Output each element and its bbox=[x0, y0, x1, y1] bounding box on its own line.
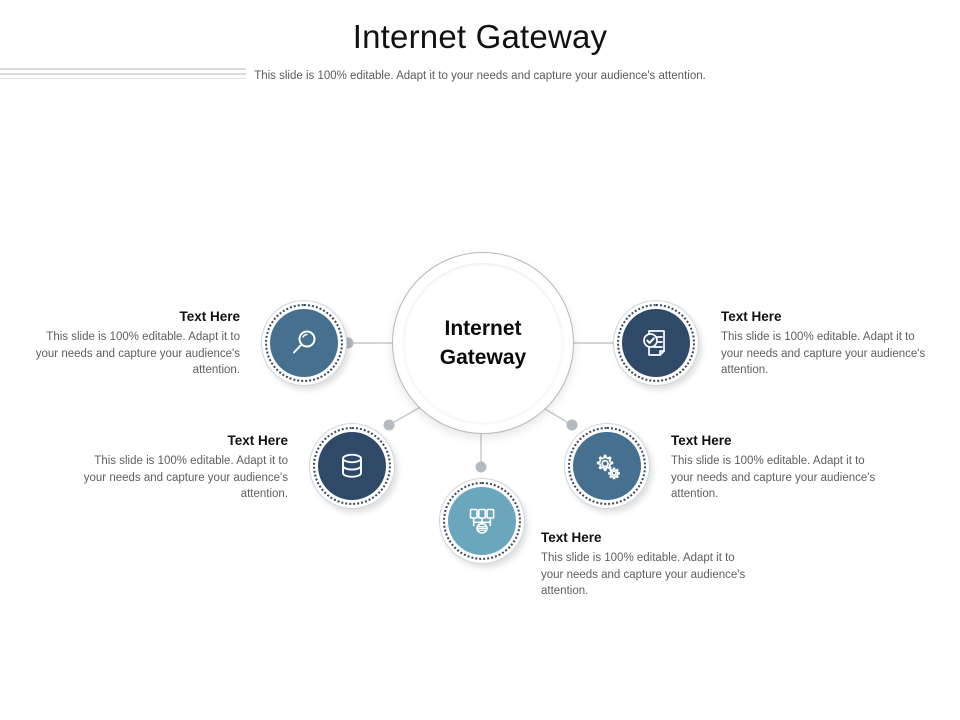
node-ring-dotted bbox=[443, 482, 521, 560]
text-block-body: This slide is 100% editable. Adapt it to… bbox=[83, 455, 288, 500]
text-block-search: Text Here This slide is 100% editable. A… bbox=[24, 308, 240, 379]
rule-line-3 bbox=[0, 78, 246, 79]
node-disc bbox=[622, 309, 690, 377]
node-disc bbox=[448, 487, 516, 555]
text-block-settings: Text Here This slide is 100% editable. A… bbox=[671, 432, 887, 503]
decorative-rules bbox=[0, 68, 246, 84]
gears-icon bbox=[596, 454, 620, 480]
node-network[interactable] bbox=[439, 478, 525, 564]
text-block-network: Text Here This slide is 100% editable. A… bbox=[541, 529, 757, 600]
node-disc bbox=[318, 432, 386, 500]
page-subtitle: This slide is 100% editable. Adapt it to… bbox=[254, 70, 706, 82]
text-block-database: Text Here This slide is 100% editable. A… bbox=[72, 432, 288, 503]
node-disc bbox=[270, 309, 338, 377]
node-ring-dotted bbox=[265, 304, 343, 382]
center-hub-label: Internet Gateway bbox=[439, 317, 527, 369]
node-ring-dotted bbox=[313, 427, 391, 505]
text-block-checklist: Text Here This slide is 100% editable. A… bbox=[721, 308, 937, 379]
text-block-heading: Text Here bbox=[179, 309, 240, 324]
rule-line-2 bbox=[0, 73, 246, 75]
database-icon bbox=[342, 453, 362, 478]
center-hub[interactable]: Internet Gateway bbox=[392, 252, 574, 434]
node-checklist[interactable] bbox=[613, 300, 699, 386]
checklist-document-icon bbox=[643, 330, 665, 356]
page-title: Internet Gateway bbox=[352, 18, 608, 55]
node-ring-dotted bbox=[617, 304, 695, 382]
text-block-heading: Text Here bbox=[227, 433, 288, 448]
rule-line-1 bbox=[0, 68, 246, 70]
node-search[interactable] bbox=[261, 300, 347, 386]
magnifier-icon bbox=[293, 330, 316, 354]
node-disc bbox=[573, 432, 641, 500]
text-block-heading: Text Here bbox=[671, 433, 732, 448]
text-block-heading: Text Here bbox=[721, 309, 782, 324]
node-settings[interactable] bbox=[564, 423, 650, 509]
text-block-body: This slide is 100% editable. Adapt it to… bbox=[35, 331, 240, 376]
node-ring-dotted bbox=[568, 427, 646, 505]
text-block-body: This slide is 100% editable. Adapt it to… bbox=[721, 331, 926, 376]
text-block-body: This slide is 100% editable. Adapt it to… bbox=[541, 552, 746, 597]
network-topology-icon bbox=[469, 508, 495, 534]
center-hub-inner: Internet Gateway bbox=[403, 263, 563, 423]
text-block-heading: Text Here bbox=[541, 530, 602, 545]
text-block-body: This slide is 100% editable. Adapt it to… bbox=[671, 455, 876, 500]
node-database[interactable] bbox=[309, 423, 395, 509]
